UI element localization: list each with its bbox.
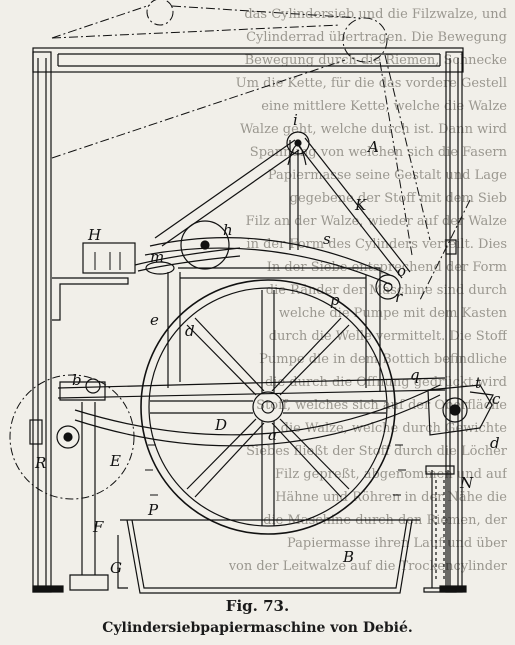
label-K: K [354, 196, 367, 214]
label-B: B [342, 548, 354, 566]
bleed-through-line: gegebene der Stoff mit dem Sieb [289, 192, 507, 206]
label-E: E [109, 452, 121, 470]
figure-number: Fig. 73. [225, 597, 290, 615]
bleed-through-line: Walze geht, welche durch ist. Dann wird [239, 123, 507, 137]
drive-wheel-dashed [9, 374, 135, 500]
label-F: F [92, 518, 104, 536]
right-gear-assembly [427, 384, 494, 436]
box-h [52, 242, 136, 321]
label-D: D [214, 416, 227, 434]
label-G: G [110, 559, 122, 577]
bleed-through-line: Pumpe die in dem Bottich befindliche [259, 353, 507, 367]
label-R: R [34, 454, 46, 472]
label-c: c [492, 390, 501, 408]
vat [120, 519, 420, 594]
label-p: p [330, 291, 340, 309]
label-d-inner: d [185, 322, 195, 340]
bleed-through-line: Filz gepreßt, abgenommen und auf [274, 468, 507, 482]
label-e: e [150, 311, 159, 329]
drive-gear [29, 378, 101, 449]
label-N: N [459, 474, 474, 492]
bleed-through-line: Filz an der Walze, wieder auf der Walze [245, 215, 507, 229]
top-beam [32, 47, 464, 73]
wheel-studs [145, 444, 406, 496]
left-stand [59, 381, 128, 591]
label-A: A [366, 138, 379, 156]
wheel-frame [144, 237, 393, 392]
bleed-through-line: Siebes fließt der Stoff durch die Löcher [246, 445, 507, 459]
label-a: a [268, 426, 277, 444]
felt-path-dashed [51, 0, 471, 301]
roller-h [134, 220, 241, 275]
machine-drawing: A K i H h m s o e d p r q c d t b R D a … [9, 0, 501, 594]
bleed-through-line: Um die Kette, für die das vordere Gestel… [235, 77, 507, 91]
bleed-through-line: Stoff, welches sich auf der Oberfläche [256, 399, 507, 413]
label-r: r [395, 288, 403, 306]
label-m: m [150, 248, 164, 266]
bleed-through-line: In der Siebe entsprechend der Form [266, 261, 507, 275]
right-post [423, 465, 457, 593]
label-h: h [223, 221, 233, 239]
main-rail [57, 377, 446, 447]
bleed-through-line: Papiermasse ihren Lauf und über [287, 537, 507, 551]
label-q: q [410, 366, 420, 384]
part-labels: A K i H h m s o e d p r q c d t b R D a … [34, 111, 501, 577]
label-o: o [397, 262, 406, 280]
label-g: s [323, 230, 331, 248]
bleed-through-line: von der Leitwalze auf die Trockencylinde… [228, 560, 507, 574]
left-column [32, 51, 64, 593]
bleed-through-line: Papiermasse seine Gestalt und Lage [267, 169, 507, 183]
label-d: d [490, 434, 500, 452]
figure-caption: Cylindersiebpapiermaschine von Debié. [102, 620, 413, 636]
bleed-through-line: das Cylindersieb und die Filzwalze, und [244, 8, 507, 22]
bleed-through-line: durch die Welle vermittelt. Die Stoff [268, 330, 507, 344]
label-H: H [87, 226, 102, 244]
label-t: t [475, 374, 482, 392]
bleed-through-line: Bewegung durch die Riemen, Schnecke [244, 54, 507, 68]
bleed-through-line: Cylinderrad übertragen. Die Bewegung [246, 31, 507, 45]
triangle-frame [154, 131, 411, 279]
label-b: b [72, 371, 82, 389]
label-i: i [293, 111, 298, 129]
bleed-through-line: Hähne und Röhren in der Nähe die [275, 491, 507, 505]
cylinder-wheel [140, 279, 396, 535]
roller-o [375, 274, 401, 300]
label-P: P [147, 501, 159, 519]
